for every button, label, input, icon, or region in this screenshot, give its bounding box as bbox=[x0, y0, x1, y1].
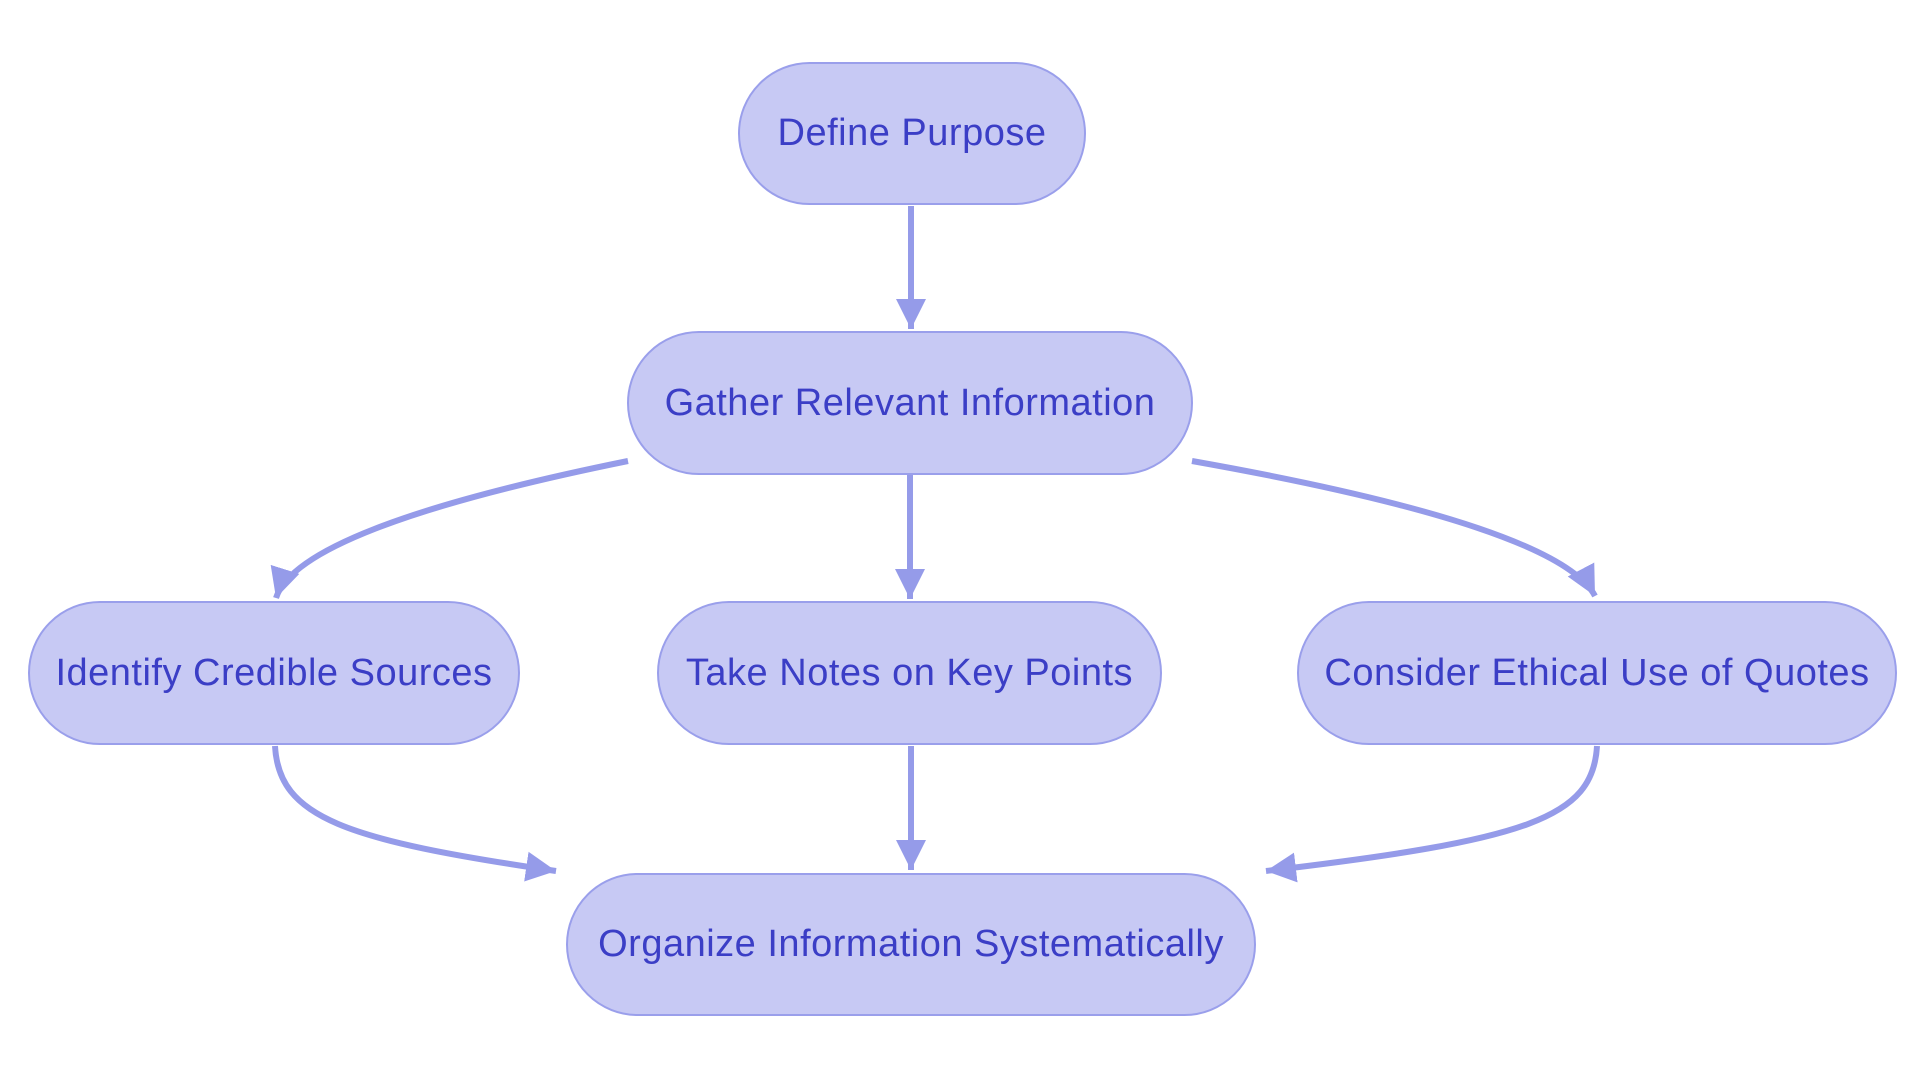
node-label: Define Purpose bbox=[777, 112, 1047, 154]
node-label: Consider Ethical Use of Quotes bbox=[1324, 651, 1870, 694]
edge-identify-credible-sources-to-organize-information-systematically bbox=[272, 745, 557, 882]
node-label: Gather Relevant Information bbox=[664, 381, 1156, 424]
node-define-purpose: Define Purpose bbox=[738, 62, 1086, 205]
edge-gather-relevant-information-to-consider-ethical-use-of-quotes bbox=[1191, 458, 1598, 598]
node-label: Organize Information Systematically bbox=[598, 923, 1224, 965]
node-organize-information-systematically: Organize Information Systematically bbox=[566, 873, 1256, 1016]
edge-gather-relevant-information-to-identify-credible-sources bbox=[270, 458, 629, 600]
node-gather-relevant-information: Gather Relevant Information bbox=[627, 331, 1193, 475]
node-identify-credible-sources: Identify Credible Sources bbox=[28, 601, 520, 745]
node-consider-ethical-use-of-quotes: Consider Ethical Use of Quotes bbox=[1297, 601, 1897, 745]
node-label: Take Notes on Key Points bbox=[685, 651, 1134, 694]
node-label: Identify Credible Sources bbox=[55, 651, 493, 694]
node-take-notes-on-key-points: Take Notes on Key Points bbox=[657, 601, 1162, 745]
edge-consider-ethical-use-of-quotes-to-organize-information-systematically bbox=[1265, 745, 1600, 883]
